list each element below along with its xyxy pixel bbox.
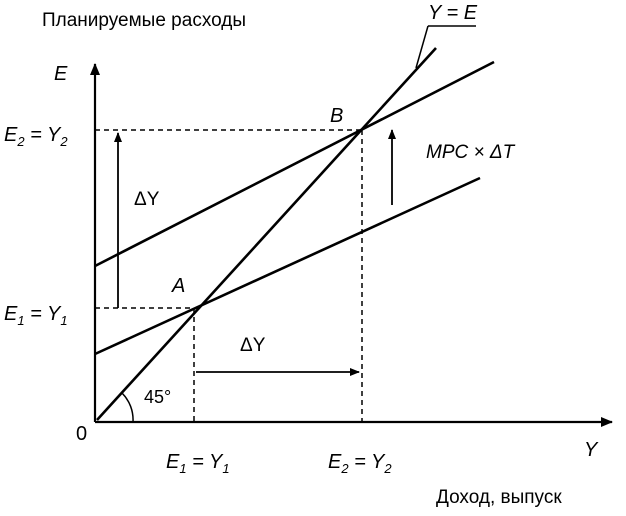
angle-arc [121, 392, 134, 423]
origin-label: 0 [76, 423, 87, 445]
angle-label: 45° [144, 387, 171, 407]
bottom-title: Доход, выпуск [436, 487, 562, 508]
e2-y-axis-label: E2 = Y2 [4, 124, 68, 149]
e1-y-axis-label: E1 = Y1 [4, 303, 68, 328]
expenditure-line-upper [94, 60, 495, 268]
y-axis-label: E [54, 63, 68, 85]
x-axis-label: Y [584, 439, 599, 461]
e2-x-axis-label: E2 = Y2 [328, 451, 392, 476]
point-b-label: B [330, 105, 343, 127]
top-title: Планируемые расходы [42, 10, 246, 31]
line-45-label-leader [415, 25, 429, 69]
delta-y-vertical-label: ΔY [134, 189, 160, 210]
e1-x-axis-label: E1 = Y1 [166, 451, 230, 476]
point-a-label: A [171, 275, 185, 297]
expenditure-line-lower [94, 176, 481, 356]
line-45-degree [96, 47, 437, 421]
line-45-label: Y = E [428, 2, 478, 24]
delta-y-horizontal-label: ΔY [240, 335, 266, 356]
mpc-shift-label: MPC × ΔT [426, 142, 516, 163]
